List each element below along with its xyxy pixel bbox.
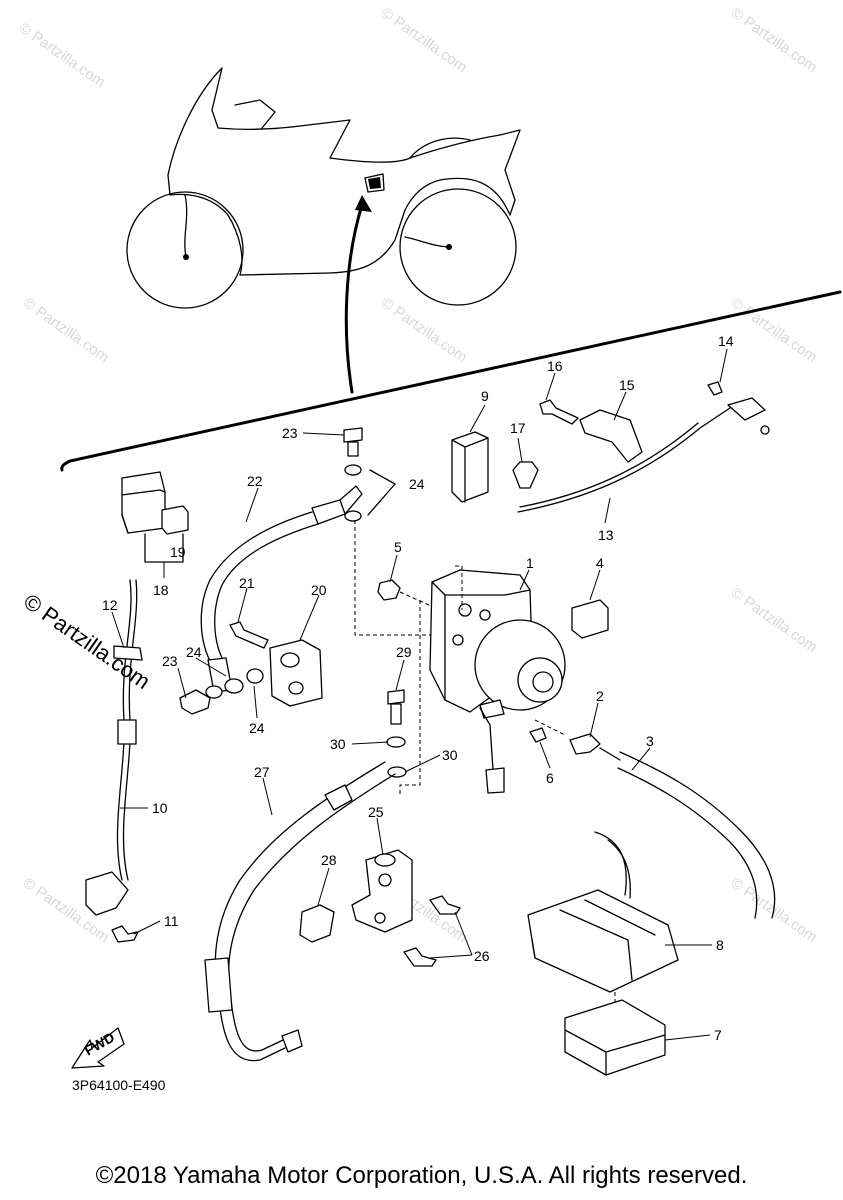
- callout-29: 29: [396, 644, 412, 660]
- copyright-footer: ©2018 Yamaha Motor Corporation, U.S.A. A…: [95, 1162, 748, 1189]
- hydraulic-unit: [399, 565, 566, 795]
- callout-24-upper: 24: [409, 476, 425, 492]
- hydraulic-unit-fasteners: [354, 520, 609, 639]
- sensor-bracket: [539, 399, 643, 463]
- abs-ecu: [564, 999, 666, 1076]
- callout-3: 3: [646, 733, 654, 749]
- hose-clip: [299, 904, 335, 943]
- detail-boundary: [60, 290, 842, 472]
- watermark: © Partzilla.com: [16, 19, 109, 91]
- watermark-large: © Partzilla.com: [19, 589, 155, 695]
- wheel-sensor-rear: [517, 381, 770, 513]
- callout-19: 19: [170, 544, 186, 560]
- callout-23-upper: 23: [282, 425, 298, 441]
- callout-23-lower: 23: [162, 653, 178, 669]
- coupler-cover: [451, 431, 489, 503]
- callout-16: 16: [547, 358, 563, 374]
- brake-hose-27: [204, 761, 396, 1062]
- callout-25: 25: [368, 804, 384, 820]
- relay-assembly: [121, 471, 189, 578]
- callout-5: 5: [394, 539, 402, 555]
- brake-hose-3: [529, 727, 776, 919]
- callout-17: 17: [510, 420, 526, 436]
- watermark: © Partzilla.com: [728, 4, 821, 76]
- union-bolt-29: [386, 689, 407, 778]
- wheel-sensor-front: [85, 579, 143, 943]
- callout-11: 11: [164, 913, 179, 929]
- callout-1: 1: [526, 555, 534, 571]
- locator-arrow: [344, 195, 372, 394]
- callout-6: 6: [546, 770, 554, 786]
- fwd-arrow-icon: FWD: [71, 1027, 125, 1069]
- brake-joint-rear: [351, 849, 461, 967]
- abs-ecu-cover: [527, 831, 679, 1076]
- callout-24-lower: 24: [249, 720, 265, 736]
- callout-2: 2: [596, 688, 604, 704]
- leader-lines: [111, 348, 728, 1041]
- watermark: © Partzilla.com: [728, 584, 821, 656]
- union-bolt-upper: [343, 427, 396, 522]
- callout-4: 4: [596, 555, 604, 571]
- callout-30-left: 30: [330, 736, 346, 752]
- callout-8: 8: [716, 937, 724, 953]
- callout-9: 9: [481, 388, 489, 404]
- callout-27: 27: [254, 764, 270, 780]
- callout-20: 20: [311, 582, 327, 598]
- callout-15: 15: [619, 377, 635, 393]
- brake-joint-front: [205, 621, 323, 707]
- callout-14: 14: [718, 333, 734, 349]
- callout-22: 22: [247, 473, 263, 489]
- callout-24-left: 24: [186, 644, 202, 660]
- clamp: [512, 461, 539, 489]
- diagram-code: 3P64100-E490: [72, 1077, 166, 1093]
- callouts: 1 2 3 4 5 6 7 8 9 10 11 12 13 14 15 16 1…: [102, 333, 734, 1043]
- callout-13: 13: [598, 527, 614, 543]
- callout-18: 18: [153, 582, 169, 598]
- callout-12: 12: [102, 597, 118, 613]
- callout-10: 10: [152, 800, 168, 816]
- callout-30-right: 30: [442, 747, 458, 763]
- union-bolt-lower: [179, 689, 211, 715]
- callout-7: 7: [714, 1027, 722, 1043]
- watermark: © Partzilla.com: [378, 4, 471, 76]
- motorcycle-silhouette: [126, 67, 521, 309]
- callout-21: 21: [239, 575, 255, 591]
- callout-26: 26: [474, 948, 490, 964]
- watermark: © Partzilla.com: [20, 294, 113, 366]
- callout-28: 28: [321, 852, 337, 868]
